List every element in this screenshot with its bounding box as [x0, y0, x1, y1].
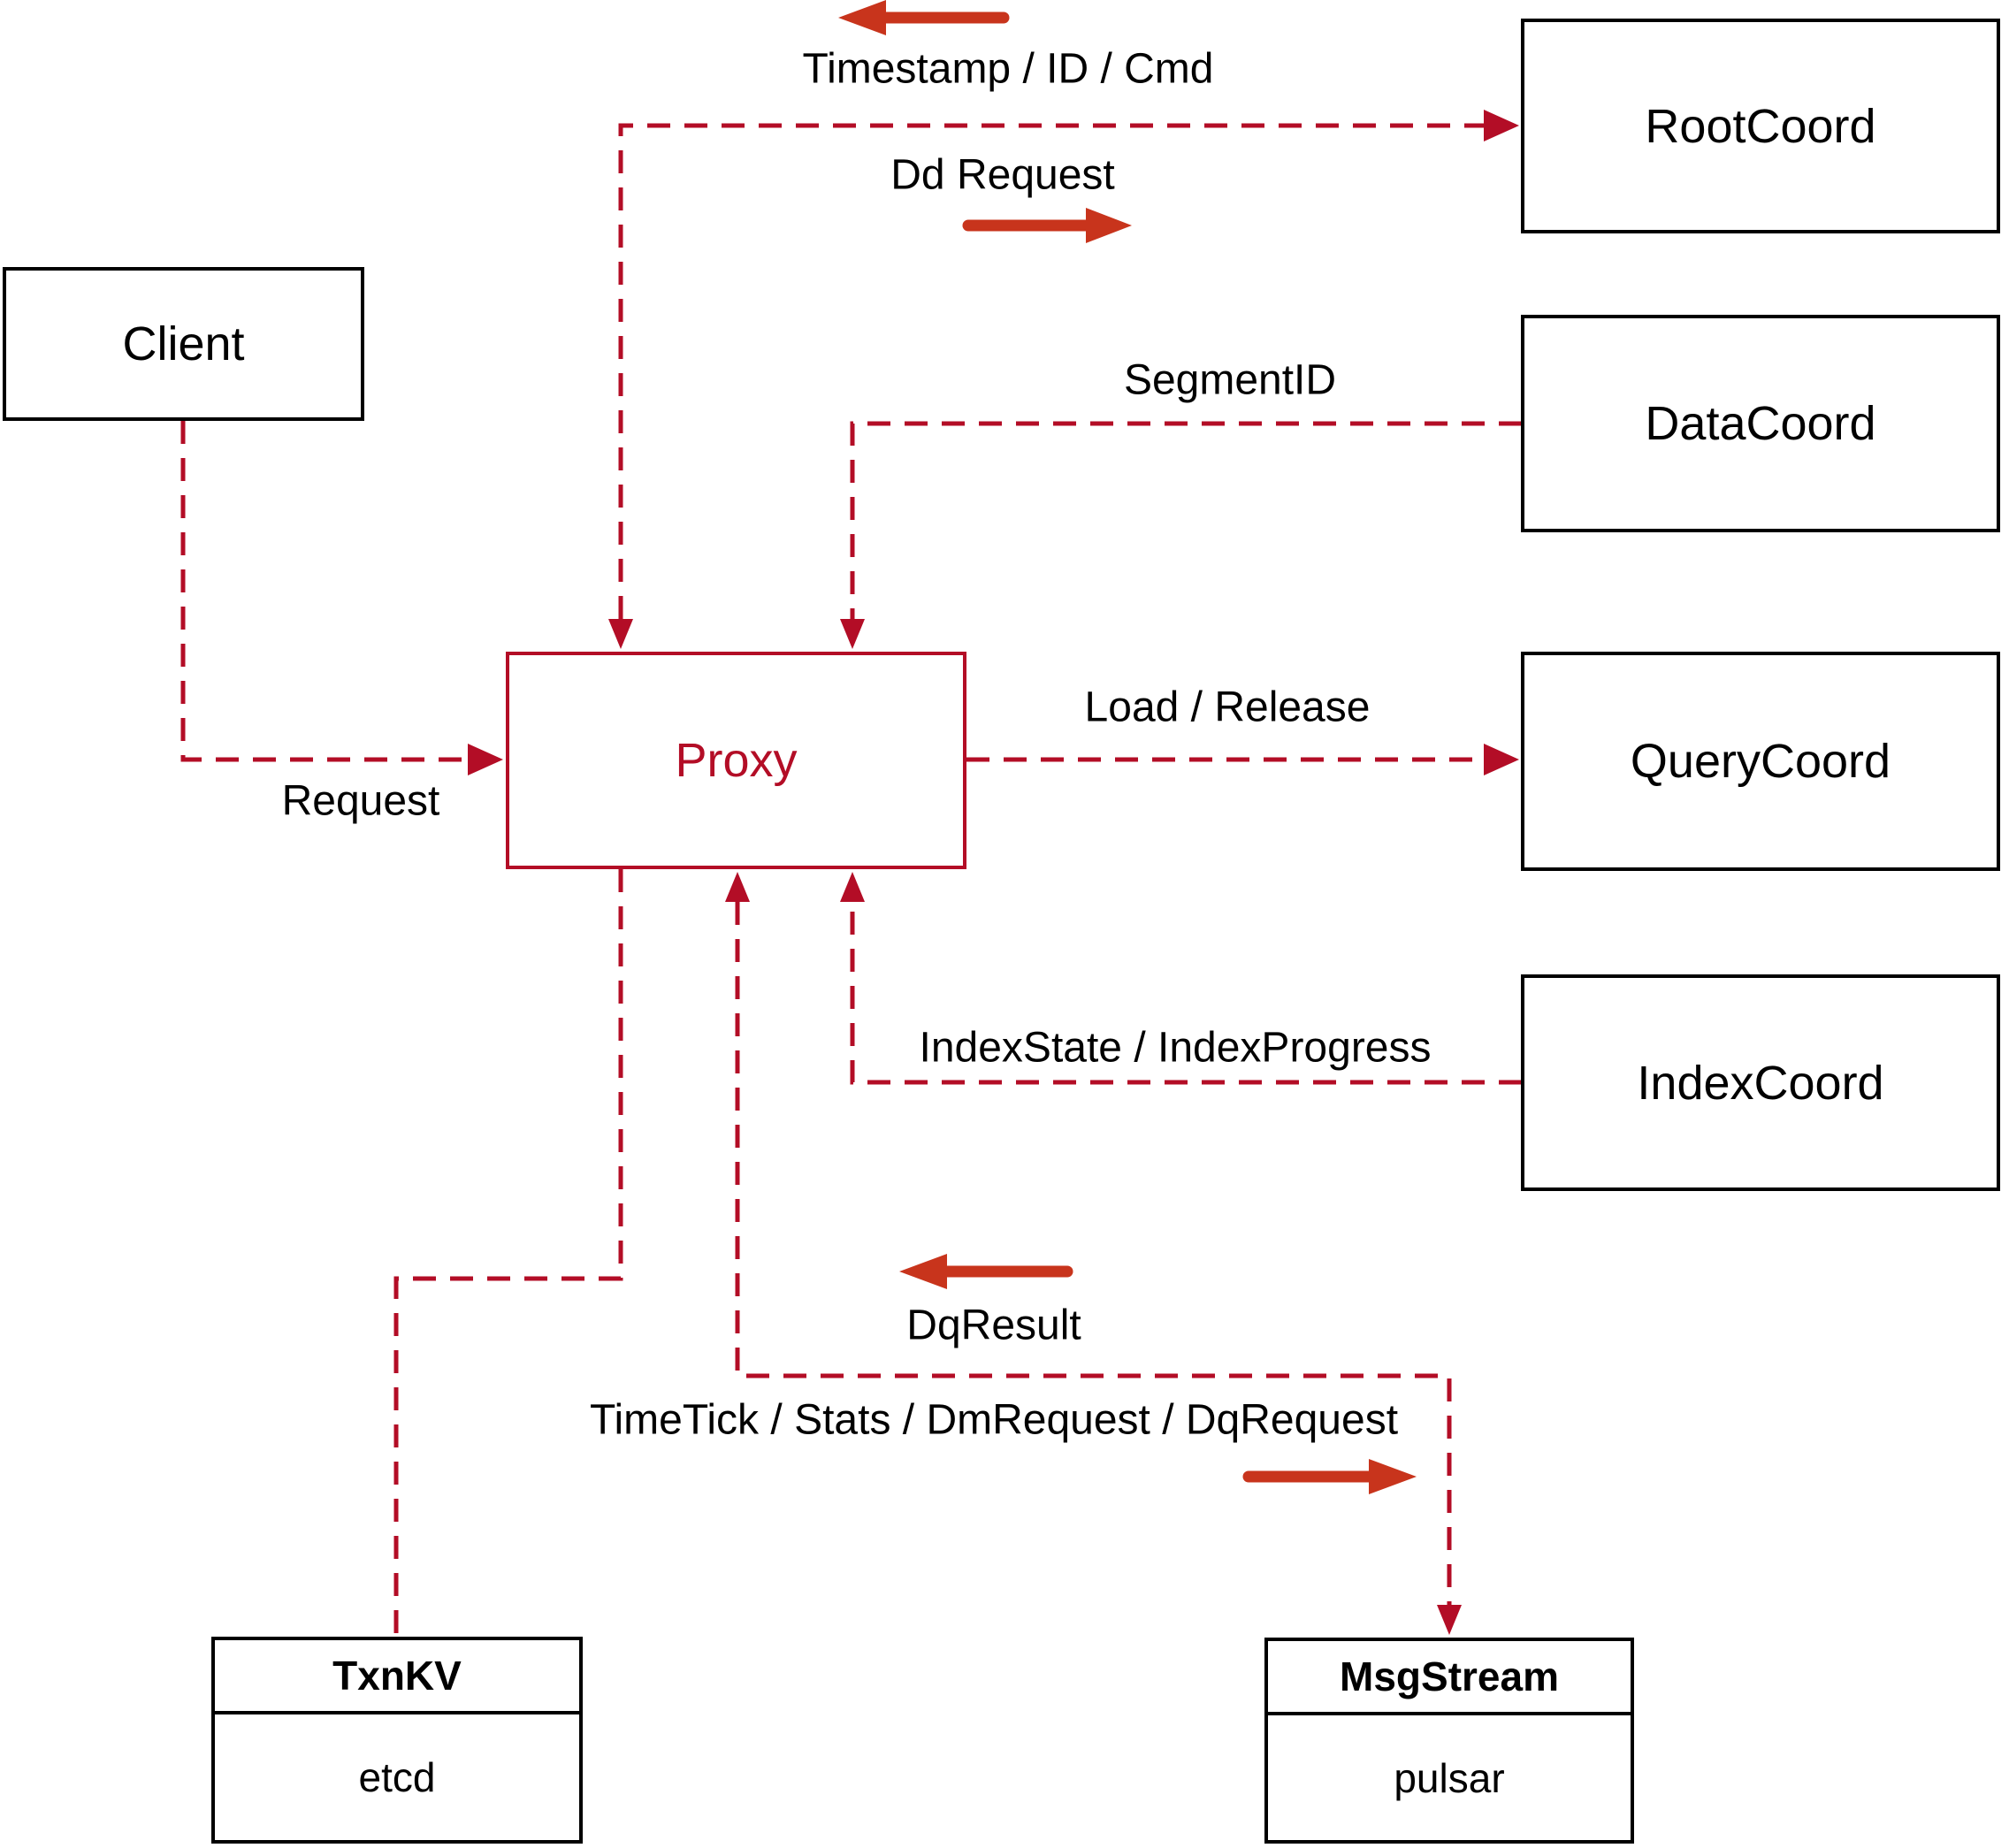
- node-rootcoord-label: RootCoord: [1645, 99, 1876, 153]
- node-txnkv-subtitle: etcd: [358, 1754, 436, 1800]
- node-indexcoord: IndexCoord: [1521, 974, 2000, 1191]
- edge-label-segmentid: SegmentID: [1123, 356, 1337, 404]
- arrowhead-into-proxy-bottom-left: [725, 872, 750, 902]
- direction-arrow-left-timestamp-head: [838, 0, 886, 35]
- node-querycoord-label: QueryCoord: [1630, 735, 1891, 788]
- edge-label-indexstate-indexprogress: IndexState / IndexProgress: [919, 1024, 1432, 1072]
- direction-arrow-right-ddrequest-head: [1086, 208, 1132, 243]
- node-proxy-label: Proxy: [675, 734, 798, 787]
- edge-indexcoord-proxy: [850, 902, 1522, 1085]
- arrowhead-into-querycoord: [1484, 744, 1519, 775]
- node-rootcoord: RootCoord: [1521, 19, 2000, 233]
- edge-proxy-rootcoord: [618, 123, 1484, 619]
- node-msgstream: MsgStream pulsar: [1264, 1638, 1634, 1844]
- node-datacoord-label: DataCoord: [1645, 397, 1876, 450]
- edge-proxy-msgstream: [735, 902, 1452, 1605]
- arrowhead-into-proxy-bottom-right: [840, 872, 865, 902]
- edge-label-timetick-stats-dmrequest-dqrequest: TimeTick / Stats / DmRequest / DqRequest: [589, 1396, 1399, 1444]
- node-datacoord: DataCoord: [1521, 315, 2000, 532]
- node-txnkv: TxnKV etcd: [211, 1637, 583, 1844]
- arrowhead-into-proxy-top-right: [840, 619, 865, 649]
- node-txnkv-title: TxnKV: [215, 1640, 579, 1714]
- edge-client-proxy: [180, 421, 468, 762]
- edge-label-load-release: Load / Release: [1084, 683, 1371, 731]
- node-client: Client: [3, 267, 364, 421]
- edge-datacoord-proxy: [850, 421, 1522, 619]
- node-proxy: Proxy: [506, 652, 966, 869]
- node-client-label: Client: [122, 317, 245, 370]
- node-querycoord: QueryCoord: [1521, 652, 2000, 871]
- edge-label-dqresult: DqResult: [906, 1302, 1081, 1349]
- edge-label-request: Request: [281, 777, 440, 825]
- node-msgstream-subtitle: pulsar: [1394, 1754, 1505, 1801]
- direction-arrow-left-dqresult-head: [899, 1254, 947, 1289]
- node-msgstream-title: MsgStream: [1268, 1641, 1631, 1715]
- node-indexcoord-label: IndexCoord: [1637, 1056, 1884, 1110]
- direction-arrow-right-timetick-head: [1369, 1459, 1417, 1494]
- arrowhead-into-msgstream: [1437, 1605, 1462, 1635]
- arrowhead-into-proxy-top-left: [608, 619, 633, 649]
- edge-proxy-txnkv: [393, 869, 623, 1637]
- edge-label-timestamp-id-cmd: Timestamp / ID / Cmd: [802, 45, 1214, 93]
- arrowhead-into-rootcoord: [1484, 110, 1519, 141]
- edge-label-dd-request: Dd Request: [890, 151, 1115, 199]
- arrowhead-into-proxy-left: [468, 744, 503, 775]
